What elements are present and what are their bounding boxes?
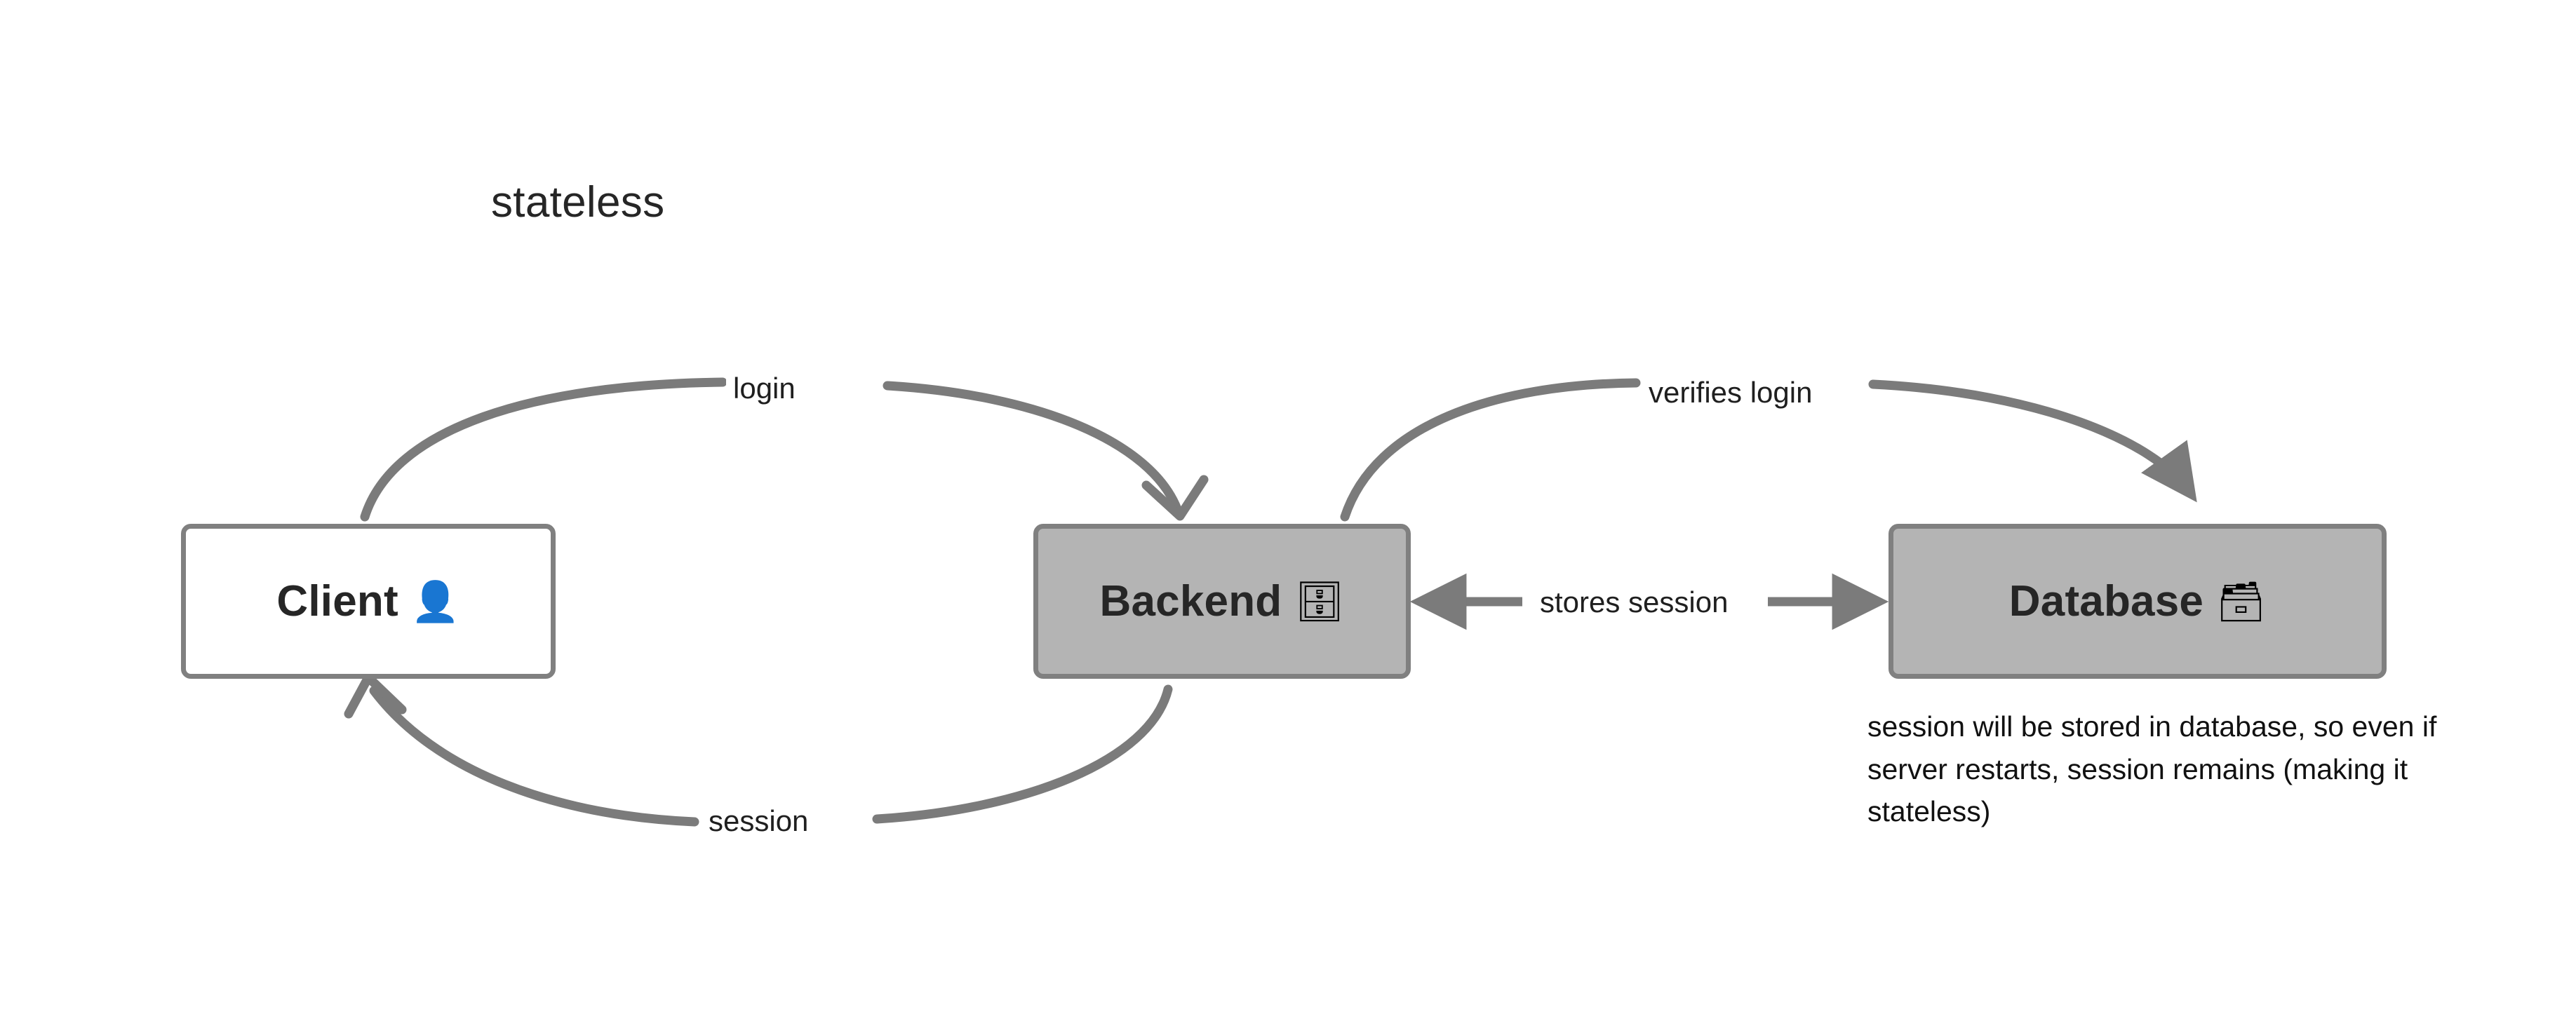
card-file-box-icon: 🗃 — [2216, 579, 2267, 623]
node-backend-label: Backend — [1099, 577, 1282, 625]
bust-in-silhouette-icon: 👤 — [410, 579, 460, 623]
edge-verifies-login — [1340, 378, 2197, 522]
edge-session — [344, 672, 1173, 827]
node-backend[interactable]: Backend 🗄 — [1033, 524, 1411, 679]
edge-label-verifies-login: verifies login — [1642, 376, 1820, 410]
edge-label-session: session — [702, 804, 816, 838]
node-client-label: Client — [276, 577, 398, 625]
edge-label-stores-session: stores session — [1533, 586, 1736, 619]
node-database[interactable]: Database 🗃 — [1889, 524, 2387, 679]
node-database-label: Database — [2008, 577, 2204, 625]
node-client[interactable]: Client 👤 — [181, 524, 556, 679]
edge-label-login: login — [726, 372, 803, 405]
file-cabinet-icon: 🗄 — [1294, 579, 1345, 623]
edge-login — [360, 377, 1209, 522]
database-caption: session will be stored in database, so e… — [1867, 710, 2437, 828]
page-title: stateless — [491, 178, 665, 226]
